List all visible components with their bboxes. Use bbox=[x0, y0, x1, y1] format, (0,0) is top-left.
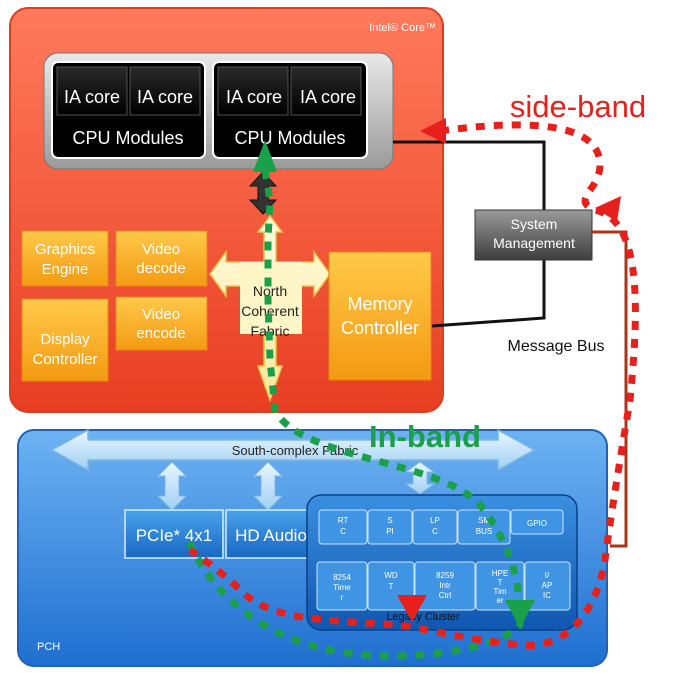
message-bus-line-bottom bbox=[431, 260, 546, 328]
display-controller-line1: Display bbox=[40, 331, 90, 348]
ioapic-line2: AP bbox=[542, 581, 553, 590]
message-bus-label: Message Bus bbox=[508, 338, 605, 355]
gpio-label: GPIO bbox=[527, 519, 547, 528]
cpu-fabric-arrow bbox=[248, 171, 278, 215]
pcie-label: PCIe* 4x1 bbox=[136, 526, 213, 545]
ia-core-box bbox=[129, 66, 201, 116]
graphics-engine-line2: Engine bbox=[42, 261, 89, 278]
in-band-path bbox=[184, 169, 524, 660]
i8259-line1: 8259 bbox=[436, 571, 454, 580]
side-band-arrowhead-bottom bbox=[397, 595, 427, 622]
side-band-path bbox=[188, 121, 639, 650]
video-encode-line2: encode bbox=[136, 325, 185, 342]
t8254-line3: r bbox=[341, 593, 344, 602]
video-encode-line1: Video bbox=[142, 306, 180, 323]
side-band-label: side-band bbox=[510, 89, 646, 124]
video-decode-line1: Video bbox=[142, 241, 180, 258]
rtc-line2: C bbox=[340, 527, 346, 536]
in-band-label: In-band bbox=[369, 419, 481, 454]
hd-audio-label: HD Audio bbox=[235, 526, 307, 545]
in-band-arrowhead-bottom bbox=[505, 600, 535, 628]
in-band-arrowhead-top bbox=[253, 140, 277, 172]
north-fabric-line2: Coherent bbox=[241, 303, 299, 319]
north-fabric-line3: Fabric bbox=[251, 323, 290, 339]
ia-core-label: IA core bbox=[64, 87, 120, 107]
wdt-line1: WD bbox=[384, 571, 398, 580]
system-management-line2: Management bbox=[493, 235, 575, 251]
side-band-arrowhead-left bbox=[420, 118, 446, 144]
lpc-line2: C bbox=[432, 527, 438, 536]
south-complex-fabric bbox=[50, 428, 536, 472]
memory-controller-line2: Controller bbox=[341, 318, 419, 338]
legacy-cluster-label: Legacy Cluster bbox=[386, 611, 460, 623]
legacy-ioapic-box bbox=[524, 561, 571, 611]
video-decode-box bbox=[115, 230, 208, 287]
system-management-box bbox=[474, 209, 593, 261]
legacy-gpio-box bbox=[510, 509, 564, 535]
legacy-8259-box bbox=[414, 561, 476, 611]
legacy-rtc-box bbox=[318, 509, 368, 545]
i8259-line2: Intr bbox=[439, 581, 451, 590]
smbus-line2: BUS bbox=[476, 527, 492, 536]
i8259-line3: Ctrl bbox=[439, 591, 452, 600]
legacy-spi-box bbox=[367, 509, 413, 545]
memory-controller-box bbox=[328, 251, 432, 381]
legacy-8254-box bbox=[316, 561, 368, 611]
wdt-line2: T bbox=[389, 582, 394, 591]
video-encode-box bbox=[115, 296, 208, 351]
graphics-engine-line1: Graphics bbox=[35, 241, 95, 258]
smbus-line1: SM bbox=[478, 516, 490, 525]
video-decode-line2: decode bbox=[136, 260, 185, 277]
ia-core-label: IA core bbox=[226, 87, 282, 107]
spi-line2: PI bbox=[386, 527, 394, 536]
lpc-line1: LP bbox=[430, 516, 440, 525]
south-fabric-label: South-complex Fabric bbox=[232, 443, 359, 458]
side-band-arrowhead-right bbox=[595, 196, 621, 222]
ia-core-box bbox=[217, 66, 289, 116]
pcie-box bbox=[124, 509, 224, 559]
north-fabric-line1: North bbox=[253, 283, 287, 299]
display-controller-line2: Controller bbox=[32, 351, 97, 368]
hpet-line2: T bbox=[498, 578, 503, 587]
ioapic-line1: I/ bbox=[545, 571, 550, 580]
system-management-line1: System bbox=[511, 216, 558, 232]
legacy-lpc-box bbox=[412, 509, 458, 545]
ia-core-label: IA core bbox=[137, 87, 193, 107]
intel-core-label: Intel® Core™ bbox=[369, 22, 436, 34]
t8254-line1: 8254 bbox=[333, 573, 351, 582]
memory-controller-line1: Memory bbox=[347, 294, 412, 314]
hpet-line1: HPE bbox=[492, 569, 508, 578]
cpu-modules-label: CPU Modules bbox=[72, 128, 183, 148]
graphics-engine-box bbox=[21, 230, 109, 287]
t8254-line2: Time bbox=[333, 583, 351, 592]
rtc-line1: RT bbox=[338, 516, 349, 525]
ia-core-label: IA core bbox=[300, 87, 356, 107]
hpet-line4: er bbox=[496, 596, 503, 605]
pch-label: PCH bbox=[37, 641, 60, 653]
ia-core-box bbox=[290, 66, 362, 116]
cpu-modules-label: CPU Modules bbox=[234, 128, 345, 148]
spi-line1: S bbox=[387, 516, 392, 525]
display-controller-box bbox=[21, 298, 109, 382]
ioapic-line3: IC bbox=[543, 591, 551, 600]
ia-core-box bbox=[56, 66, 128, 116]
legacy-connector bbox=[404, 461, 436, 495]
hd-audio-box bbox=[225, 509, 317, 559]
sideband-link-line bbox=[592, 230, 628, 548]
hpet-line3: Tim bbox=[493, 587, 506, 596]
